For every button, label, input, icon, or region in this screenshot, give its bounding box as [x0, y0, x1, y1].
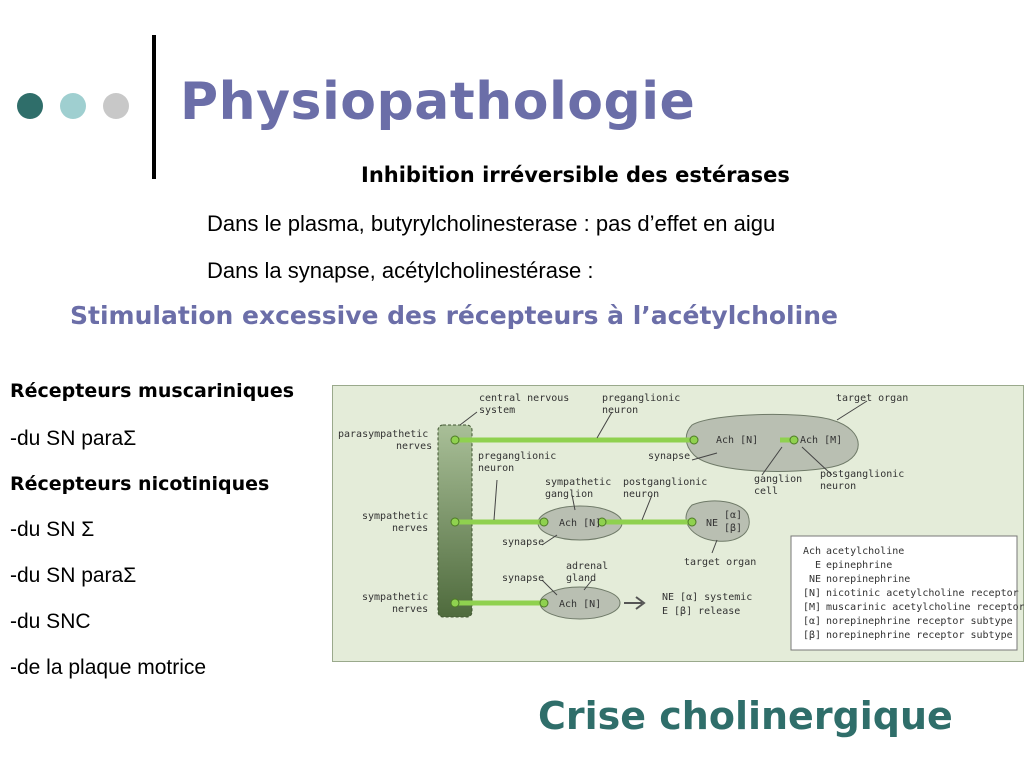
- label-target-organ: target organ: [836, 393, 908, 404]
- legend-desc: norepinephrine: [826, 574, 910, 585]
- legend-abbr: [α]: [803, 616, 821, 627]
- label-para-nerves: parasympathetic: [338, 429, 428, 440]
- legend-box: [790, 535, 1018, 651]
- label-adrenal: adrenal: [566, 561, 608, 572]
- legend-desc: epinephrine: [826, 560, 892, 571]
- heading-stimulation: Stimulation excessive des récepteurs à l…: [70, 301, 838, 330]
- legend-abbr: NE: [809, 574, 821, 585]
- legend-desc: acetylcholine: [826, 546, 904, 557]
- legend-abbr: [β]: [803, 630, 821, 641]
- label-synapse: synapse: [502, 537, 544, 548]
- title-divider: [152, 35, 156, 179]
- label-adrenal: gland: [566, 573, 596, 584]
- label-ne-beta: [β]: [724, 523, 742, 534]
- label-symp-nerves: nerves: [392, 604, 428, 615]
- target-organ-mid: [685, 500, 750, 542]
- label-symp-ganglion: ganglion: [545, 489, 593, 500]
- label-preganglionic-mid: preganglionic: [478, 451, 556, 462]
- label-ne-alpha: [α]: [724, 510, 742, 521]
- bullet-dot-dark: [17, 93, 43, 119]
- nervous-system-diagram: central nervous system preganglionic neu…: [332, 385, 1024, 662]
- target-organ-top: [685, 413, 859, 472]
- label-ach-n: Ach [N]: [716, 435, 758, 446]
- slide-title: Physiopathologie: [180, 72, 696, 132]
- label-ach-n: Ach [N]: [559, 599, 601, 610]
- receptor-item: -de la plaque motrice: [10, 656, 207, 679]
- label-synapse: synapse: [648, 451, 690, 462]
- label-ne: NE: [706, 518, 718, 529]
- label-release: E [β] release: [662, 606, 740, 617]
- receptor-item: -du SN paraΣ: [10, 564, 137, 587]
- nerve-node: [789, 435, 799, 445]
- label-release: NE [α] systemic: [662, 592, 752, 603]
- nerve-node: [687, 517, 697, 527]
- label-target-organ-mid: target organ: [684, 557, 756, 568]
- label-cns: system: [479, 405, 515, 416]
- legend-abbr: E: [815, 560, 821, 571]
- label-preganglionic-mid: neuron: [478, 463, 514, 474]
- label-postganglionic-mid: neuron: [623, 489, 659, 500]
- text-synapse: Dans la synapse, acétylcholinestérase :: [207, 258, 594, 283]
- label-symp-nerves: sympathetic: [362, 592, 428, 603]
- bullet-dot-grey: [103, 93, 129, 119]
- label-symp-ganglion: sympathetic: [545, 477, 611, 488]
- label-ach-n: Ach [N]: [559, 518, 601, 529]
- label-cns: central nervous: [479, 393, 569, 404]
- nerve-node: [450, 435, 460, 445]
- subtitle-inhibition: Inhibition irréversible des estérases: [361, 163, 790, 187]
- nerve-node: [450, 517, 460, 527]
- nerve-node: [450, 598, 460, 608]
- label-symp-nerves: sympathetic: [362, 511, 428, 522]
- label-synapse: synapse: [502, 573, 544, 584]
- legend: Ach acetylcholine E epinephrine NE norep…: [803, 546, 1024, 641]
- nerve-node: [539, 598, 549, 608]
- release-arrow-head: [635, 596, 646, 610]
- legend-desc: muscarinic acetylcholine receptor: [826, 602, 1024, 613]
- legend-abbr: [N]: [803, 588, 821, 599]
- receptor-heading-nicotinic: Récepteurs nicotiniques: [10, 473, 270, 495]
- label-ganglion-cell: cell: [754, 486, 778, 497]
- legend-desc: nicotinic acetylcholine receptor: [826, 588, 1019, 599]
- receptor-heading-muscarinic: Récepteurs muscariniques: [10, 380, 295, 402]
- text-plasma: Dans le plasma, butyrylcholinesterase : …: [207, 211, 776, 236]
- conclusion-text: Crise cholinergique: [538, 694, 953, 738]
- legend-desc: norepinephrine receptor subtype: [826, 630, 1013, 641]
- receptor-item: -du SNC: [10, 610, 91, 633]
- label-neuron: neuron: [602, 405, 638, 416]
- label-ganglion-cell: ganglion: [754, 474, 802, 485]
- nerve-node: [539, 517, 549, 527]
- legend-abbr: Ach: [803, 546, 821, 557]
- label-para-nerves: nerves: [396, 441, 432, 452]
- label-postganglionic: postganglionic: [820, 469, 904, 480]
- bullet-dot-light: [60, 93, 86, 119]
- nerve-node: [597, 517, 607, 527]
- label-symp-nerves: nerves: [392, 523, 428, 534]
- receptor-item: -du SN Σ: [10, 518, 95, 541]
- legend-desc: norepinephrine receptor subtype: [826, 616, 1013, 627]
- label-ach-m: Ach [M]: [800, 435, 842, 446]
- label-postganglionic-mid: postganglionic: [623, 477, 707, 488]
- label-postganglionic: neuron: [820, 481, 856, 492]
- legend-abbr: [M]: [803, 602, 821, 613]
- label-preganglionic: preganglionic: [602, 393, 680, 404]
- nerve-node: [689, 435, 699, 445]
- receptor-item: -du SN paraΣ: [10, 427, 137, 450]
